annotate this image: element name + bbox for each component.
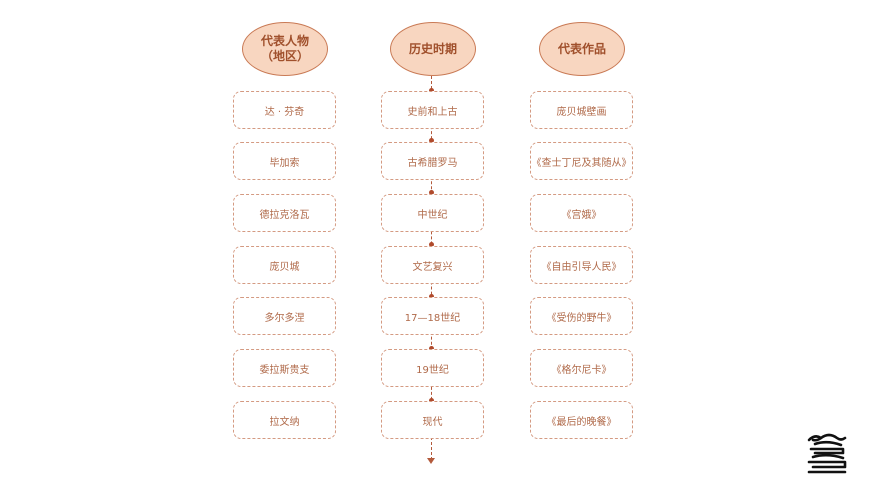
work-box: 《格尔尼卡》	[530, 349, 633, 387]
figure-box: 庞贝城	[233, 246, 336, 284]
timeline-dot	[429, 138, 434, 143]
figure-box: 多尔多涅	[233, 297, 336, 335]
book-stack-logo-icon	[807, 433, 847, 474]
period-box: 中世纪	[381, 194, 484, 232]
period-header: 历史时期	[390, 22, 476, 76]
work-box: 庞贝城壁画	[530, 91, 633, 129]
figures-header-line2: （地区）	[260, 49, 309, 63]
timeline-dot	[429, 294, 434, 299]
figure-box: 毕加索	[233, 142, 336, 180]
period-box: 现代	[381, 401, 484, 439]
timeline-dot	[429, 88, 434, 93]
work-box: 《自由引导人民》	[530, 246, 633, 284]
period-box: 17—18世纪	[381, 297, 484, 335]
timeline-dot	[429, 398, 434, 403]
figure-box: 拉文纳	[233, 401, 336, 439]
figures-header-line1: 代表人物	[260, 34, 309, 48]
period-header-label: 历史时期	[408, 41, 457, 56]
period-box: 文艺复兴	[381, 246, 484, 284]
work-box: 《受伤的野牛》	[530, 297, 633, 335]
figure-box: 委拉斯贵支	[233, 349, 336, 387]
timeline-dot	[429, 242, 434, 247]
work-box: 《查士丁尼及其随从》	[530, 142, 633, 180]
timeline-arrow-icon	[427, 458, 435, 464]
figure-box: 德拉克洛瓦	[233, 194, 336, 232]
timeline-dot	[429, 190, 434, 195]
timeline-dot	[429, 346, 434, 351]
work-box: 《宫娥》	[530, 194, 633, 232]
period-box: 19世纪	[381, 349, 484, 387]
work-box: 《最后的晚餐》	[530, 401, 633, 439]
works-header: 代表作品	[539, 22, 625, 76]
works-header-label: 代表作品	[557, 41, 606, 56]
figures-header: 代表人物 （地区）	[242, 22, 328, 76]
period-box: 史前和上古	[381, 91, 484, 129]
period-box: 古希腊罗马	[381, 142, 484, 180]
figure-box: 达 · 芬奇	[233, 91, 336, 129]
